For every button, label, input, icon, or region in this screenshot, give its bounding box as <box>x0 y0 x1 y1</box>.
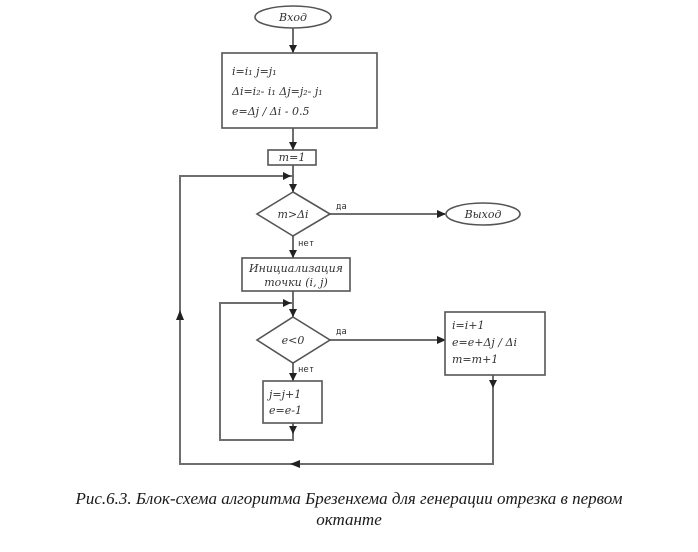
arrow-right-icon <box>283 172 291 180</box>
no-branch-line-1: j=j+1 <box>266 388 301 401</box>
point-init-block: Инициализация точки (i, j) <box>241 257 351 292</box>
point-init-line-1: Инициализация <box>248 262 343 275</box>
init-line-3: e=Δj / Δi - 0.5 <box>232 105 309 118</box>
decision-1-yes-label: да <box>336 202 347 212</box>
caption-line-2: октанте <box>316 510 382 529</box>
init-line-1: i=i₁ j=j₁ <box>232 65 277 78</box>
decision-m-gt-di: m>Δi да нет <box>255 191 347 249</box>
point-init-line-2: точки (i, j) <box>264 276 328 289</box>
start-terminal: Вход <box>254 5 332 29</box>
m-init-block: m=1 <box>267 149 317 166</box>
yes-branch-line-1: i=i+1 <box>452 319 484 332</box>
arrow-down-icon <box>489 380 497 388</box>
arrow-right-icon <box>283 299 291 307</box>
start-label: Вход <box>278 11 307 24</box>
init-block: i=i₁ j=j₁ Δi=i₂- i₁ Δj=j₂- j₁ e=Δj / Δi … <box>221 52 378 129</box>
end-label: Выход <box>464 208 502 221</box>
outer-loop-connector <box>179 175 494 465</box>
arrow-down-icon <box>289 184 297 192</box>
decision-1-no-label: нет <box>298 239 314 249</box>
init-line-2: Δi=i₂- i₁ Δj=j₂- j₁ <box>231 85 323 98</box>
yes-branch-block: i=i+1 e=e+Δj / Δi m=m+1 <box>444 311 546 376</box>
decision-2-label: e<0 <box>282 334 305 347</box>
decision-2-yes-label: да <box>336 327 347 337</box>
no-branch-line-2: e=e-1 <box>269 404 302 417</box>
end-terminal: Выход <box>445 202 521 226</box>
m-init-label: m=1 <box>279 151 306 164</box>
arrow-down-icon <box>289 45 297 53</box>
arrow-left-icon <box>290 460 300 468</box>
arrow-down-icon <box>289 309 297 317</box>
arrow-down-icon <box>289 426 297 434</box>
arrow-down-icon <box>289 142 297 150</box>
arrow-up-icon <box>176 310 184 320</box>
arrow-down-icon <box>289 373 297 381</box>
figure-caption: Рис.6.3. Блок-схема алгоритма Брезенхема… <box>0 488 698 530</box>
no-branch-block: j=j+1 e=e-1 <box>262 380 323 424</box>
arrow-down-icon <box>289 250 297 258</box>
inner-loop-connector <box>219 302 294 441</box>
yes-branch-line-3: m=m+1 <box>452 353 498 366</box>
arrow-right-icon <box>437 336 446 344</box>
caption-line-1: Рис.6.3. Блок-схема алгоритма Брезенхема… <box>75 489 623 508</box>
decision-2-no-label: нет <box>298 365 314 375</box>
arrow-right-icon <box>437 210 446 218</box>
decision-e-lt-0: e<0 да нет <box>255 316 347 375</box>
decision-1-label: m>Δi <box>277 208 308 221</box>
yes-branch-line-2: e=e+Δj / Δi <box>452 336 517 349</box>
